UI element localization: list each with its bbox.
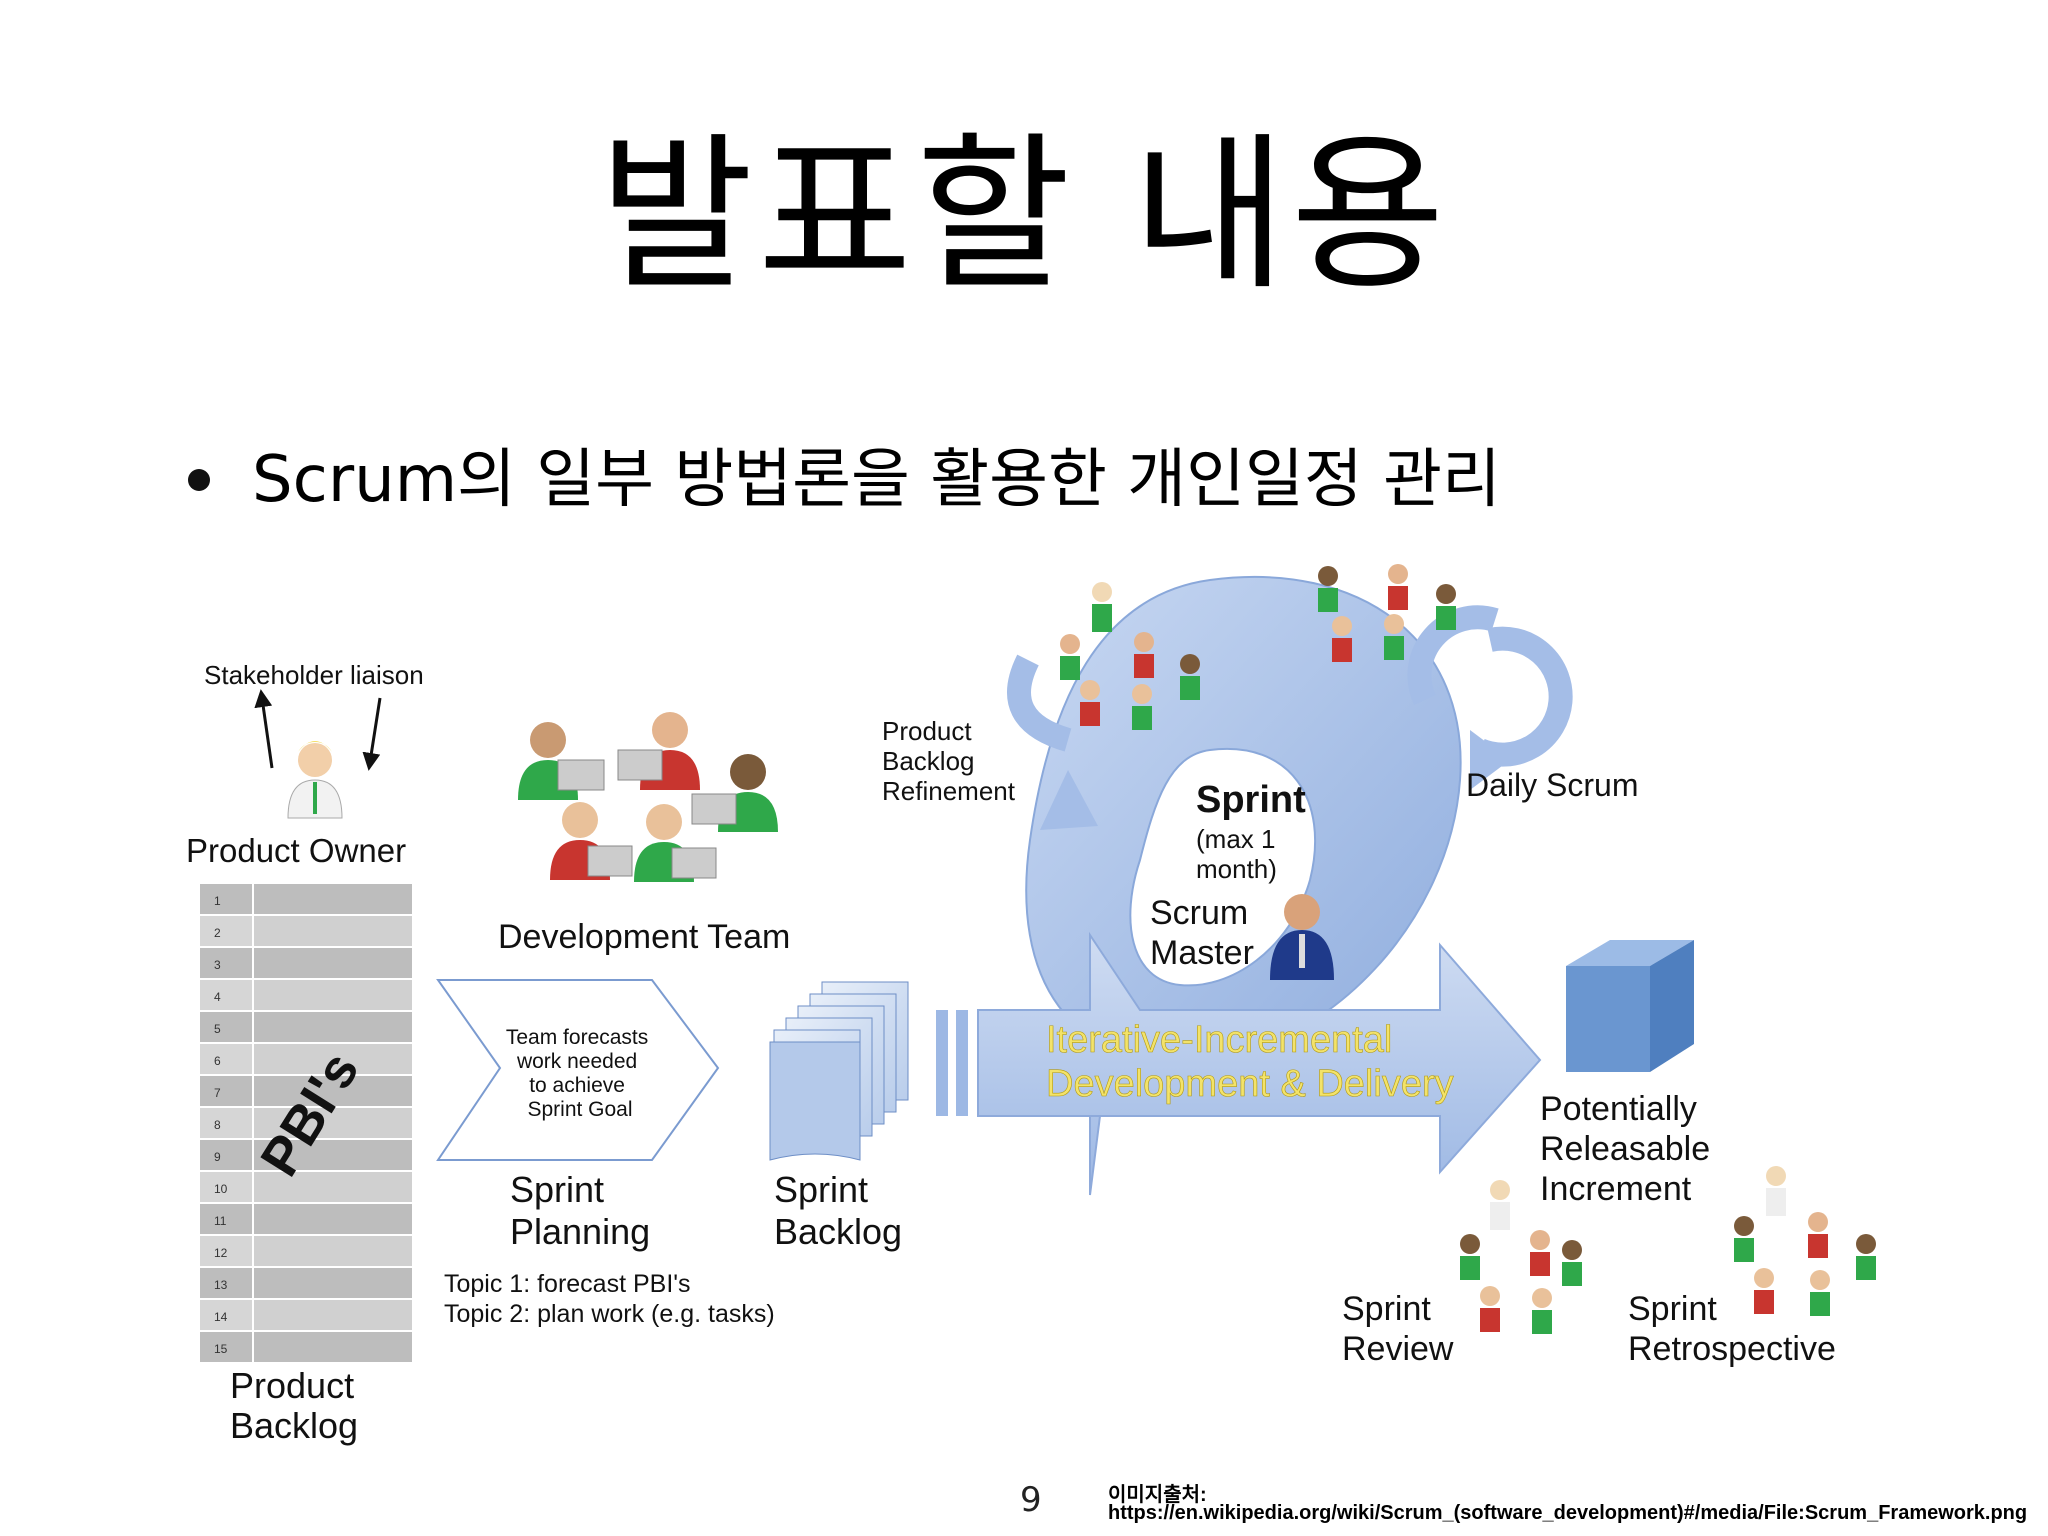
backlog-row-number: 8 [214, 1118, 221, 1132]
stakeholder-arrows [254, 689, 382, 771]
iterative-delivery-label: Iterative-Incremental Development & Deli… [1046, 1019, 1454, 1105]
backlog-row-number-cell [200, 1236, 252, 1266]
backlog-row-number: 12 [214, 1246, 228, 1260]
daily-scrum-loop-icon [1407, 605, 1573, 790]
backlog-row-number: 14 [214, 1310, 228, 1324]
backlog-row [254, 1172, 412, 1202]
sprint-backlog-pages-icon [769, 981, 909, 1161]
refinement-people-icon [1060, 582, 1200, 730]
refinement-loop-icon [1007, 654, 1098, 830]
backlog-row [254, 1300, 412, 1330]
slide-title: 발표할 내용 [598, 117, 1450, 313]
backlog-row-number: 5 [214, 1022, 221, 1036]
backlog-row-number: 7 [214, 1086, 221, 1100]
daily-scrum-people-icon [1318, 564, 1456, 662]
backlog-row-number-cell [200, 884, 252, 914]
backlog-row [254, 1108, 412, 1138]
sprint-planning-shape [436, 979, 720, 1161]
sprint-review-people-icon [1460, 1180, 1582, 1334]
sprint-retrospective-label: Sprint Retrospective [1628, 1290, 1836, 1368]
backlog-row-number: 1 [214, 894, 221, 908]
backlog-row [254, 1076, 412, 1106]
backlog-row-number: 3 [214, 958, 221, 972]
backlog-row [254, 884, 412, 914]
backlog-row-number-cell [200, 1044, 252, 1074]
backlog-row [254, 1140, 412, 1170]
bullet-text: Scrum의 일부 방법론을 활용한 개인일정 관리 [252, 443, 1501, 517]
sprint-backlog-label: Sprint Backlog [774, 1169, 902, 1252]
image-source-label: 이미지출처: [1108, 1484, 1207, 1506]
daily-scrum-label: Daily Scrum [1466, 767, 1638, 803]
refinement-label: Product Backlog Refinement [882, 716, 1016, 806]
backlog-row-number-cell [200, 980, 252, 1010]
scrum-master-person-icon [1270, 894, 1334, 980]
sprint-label: Sprint [1196, 779, 1306, 821]
backlog-row-number-cell [200, 1140, 252, 1170]
backlog-row-number-cell [200, 948, 252, 978]
sprint-length-label: (max 1 month) [1196, 824, 1283, 884]
backlog-row-number: 4 [214, 990, 221, 1004]
planning-box-text: Team forecasts work needed to achieve Sp… [506, 1026, 654, 1121]
backlog-row [254, 1268, 412, 1298]
development-team-label: Development Team [498, 918, 790, 956]
increment-cube-icon [1566, 940, 1694, 1072]
backlog-row-number: 10 [214, 1182, 228, 1196]
bullet-dot [188, 469, 210, 491]
sprint-planning-label: Sprint Planning [510, 1169, 650, 1252]
backlog-row-number-cell [200, 1300, 252, 1330]
product-owner-label: Product Owner [186, 832, 406, 869]
page-number: 9 [1020, 1480, 1042, 1520]
backlog-row-number-cell [200, 1332, 252, 1362]
backlog-row [254, 1236, 412, 1266]
backlog-row-number-cell [200, 1076, 252, 1106]
iterative-delivery-arrow [936, 931, 1542, 1196]
backlog-row [254, 1332, 412, 1362]
backlog-row [254, 1204, 412, 1234]
product-backlog-label: Product Backlog [230, 1365, 364, 1446]
backlog-row [254, 980, 412, 1010]
image-source-url: https://en.wikipedia.org/wiki/Scrum_(sof… [1108, 1502, 2028, 1524]
sprint-review-label: Sprint Review [1342, 1290, 1454, 1368]
backlog-row [254, 1044, 412, 1074]
backlog-row-number-cell [200, 1012, 252, 1042]
backlog-row-number-cell [200, 1172, 252, 1202]
backlog-row-number: 2 [214, 926, 221, 940]
backlog-row-number-cell [200, 916, 252, 946]
backlog-row [254, 916, 412, 946]
scrum-master-label: Scrum Master [1150, 894, 1258, 972]
product-owner-person-icon [287, 741, 343, 819]
backlog-row-number: 6 [214, 1054, 221, 1068]
backlog-row-number: 15 [214, 1342, 228, 1356]
backlog-row-number: 11 [214, 1214, 227, 1228]
backlog-row-number-cell [200, 1268, 252, 1298]
backlog-row-number: 13 [214, 1278, 228, 1292]
backlog-row [254, 948, 412, 978]
backlog-row-number-cell [200, 1204, 252, 1234]
sprint-retrospective-people-icon [1734, 1166, 1876, 1316]
backlog-row-number: 9 [214, 1150, 221, 1164]
bullet-item: Scrum의 일부 방법론을 활용한 개인일정 관리 [188, 440, 1501, 520]
planning-topics: Topic 1: forecast PBI's Topic 2: plan wo… [444, 1270, 775, 1328]
development-team-people-icon [518, 712, 778, 882]
stakeholder-liaison-label: Stakeholder liaison [204, 660, 424, 690]
backlog-row-number-cell [200, 1108, 252, 1138]
backlog-row [254, 1012, 412, 1042]
increment-label: Potentially Releasable Increment [1540, 1090, 1720, 1208]
